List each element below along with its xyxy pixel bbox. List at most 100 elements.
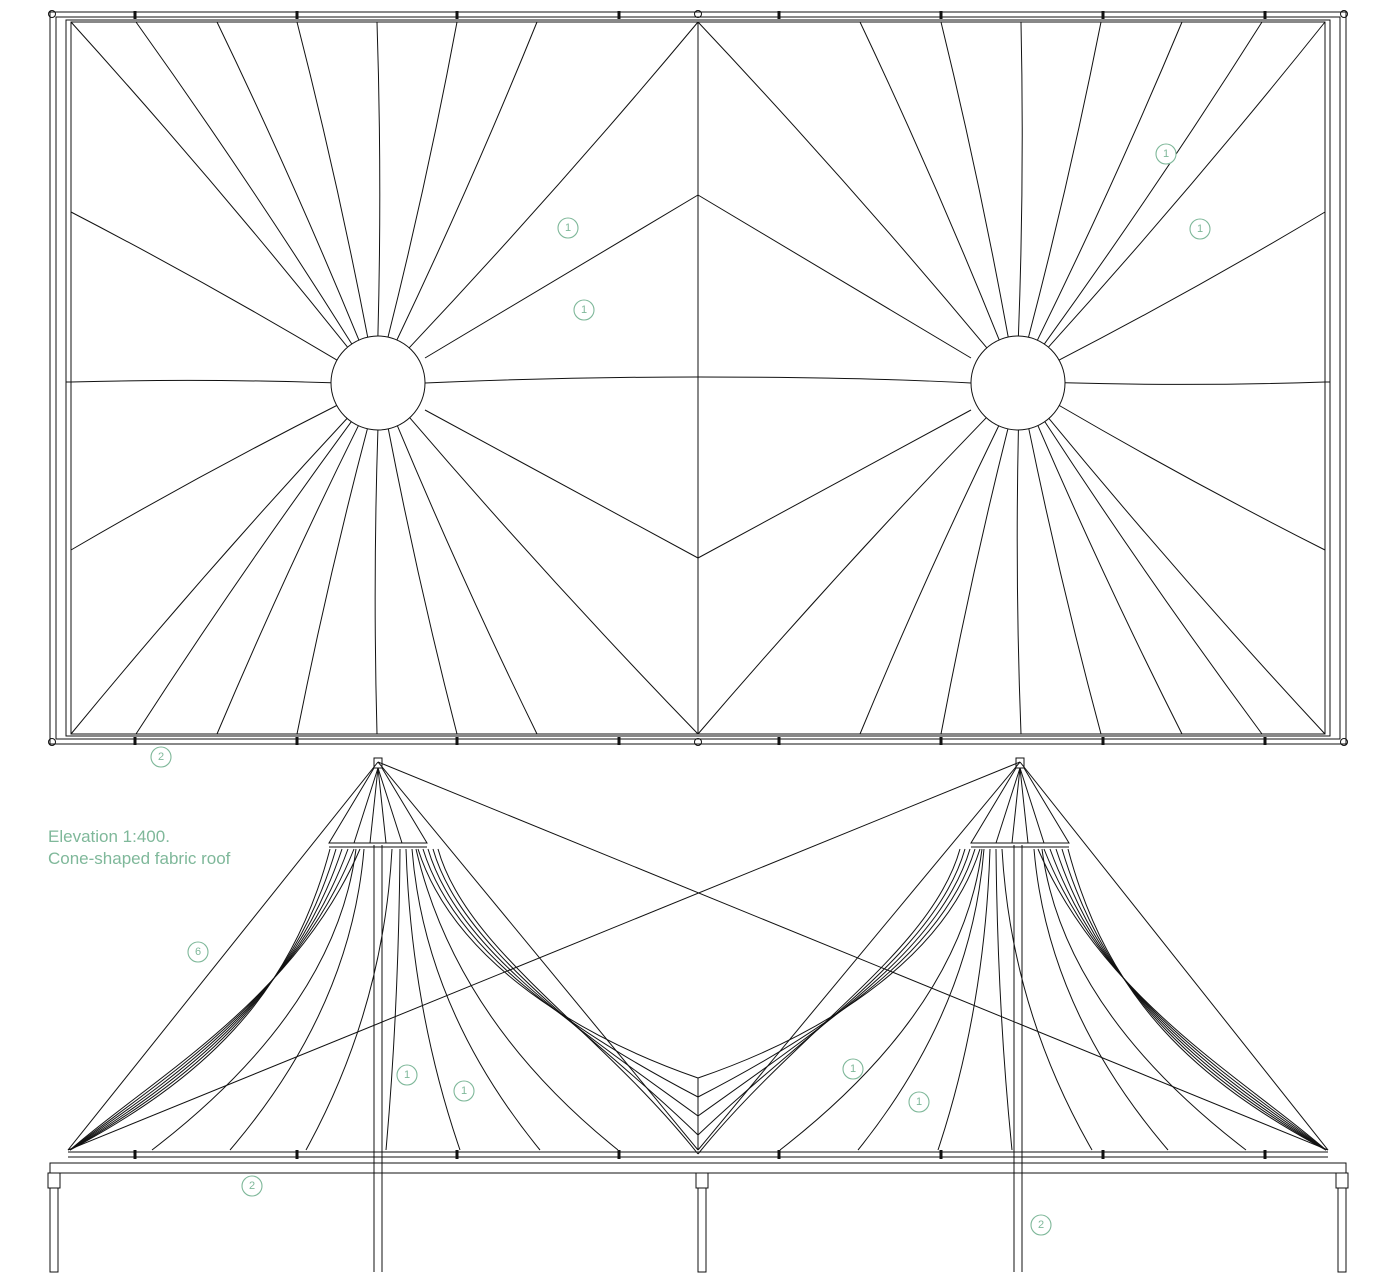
plan-right-cone-seam bbox=[1028, 21, 1102, 338]
plan-beam-joint bbox=[939, 737, 943, 745]
callout-tag: 2 bbox=[1030, 1214, 1052, 1236]
callout-circle bbox=[150, 746, 172, 768]
elev-left-cone-cap-line bbox=[369, 767, 379, 844]
plan-right-cone-seam bbox=[1059, 405, 1326, 551]
elev-fabric-seam bbox=[305, 848, 393, 1151]
elev-beam-joint bbox=[939, 1150, 943, 1159]
plan-beam-joint bbox=[777, 737, 781, 745]
plan-left-cone-seam bbox=[387, 428, 458, 735]
elev-beam-joint bbox=[617, 1150, 621, 1159]
plan-diagonal-seam bbox=[424, 194, 699, 359]
elev-column-cap bbox=[47, 1172, 61, 1189]
elev-left-cone-cap-line bbox=[377, 767, 403, 844]
plan-left-cone-seam bbox=[70, 21, 348, 348]
plan-right-cone-seam bbox=[1036, 21, 1183, 341]
plan-right-cone-seam bbox=[1017, 21, 1023, 337]
elev-right-cone-cap-line bbox=[1011, 767, 1021, 844]
plan-beam-joint bbox=[1263, 11, 1267, 19]
callout-tag: 1 bbox=[908, 1091, 930, 1113]
plan-right-cone-seam bbox=[1016, 429, 1022, 735]
elev-beam-joint bbox=[133, 1150, 137, 1159]
elev-support-column bbox=[1337, 1187, 1347, 1273]
elev-fabric-seam bbox=[1055, 848, 1327, 1151]
elev-left-cone-cap-line bbox=[377, 767, 387, 844]
elev-fabric-seam bbox=[697, 848, 966, 1136]
callout-number: 1 bbox=[404, 1069, 410, 1081]
callout-circle bbox=[1030, 1214, 1052, 1236]
callout-circle bbox=[573, 299, 595, 321]
plan-left-cone-seam bbox=[374, 429, 379, 735]
elev-fabric-seam bbox=[427, 848, 699, 1117]
plan-left-cone-seam bbox=[409, 417, 699, 735]
plan-left-cone-ring bbox=[330, 335, 426, 431]
callout-tag: 1 bbox=[396, 1064, 418, 1086]
plan-right-cone-seam bbox=[1037, 425, 1183, 735]
roof-plan bbox=[48, 10, 1348, 746]
callout-tag: 6 bbox=[187, 941, 209, 963]
elev-left-cone-stay-cable bbox=[67, 761, 379, 1151]
plan-right-cone-seam bbox=[940, 21, 1009, 338]
elev-fabric-seam bbox=[417, 848, 699, 1079]
elev-right-cone-cap bbox=[970, 767, 1070, 844]
callout-number: 6 bbox=[195, 946, 201, 958]
plan-left-cone-seam bbox=[70, 211, 338, 361]
elev-fabric-seam bbox=[422, 848, 699, 1098]
plan-left-cone-seam bbox=[296, 428, 368, 735]
elev-fabric-seam bbox=[385, 848, 401, 1151]
plan-left-cone-seam bbox=[387, 21, 458, 338]
plan-outer-frame bbox=[49, 11, 1347, 745]
plan-right-cone-seam bbox=[1028, 428, 1102, 735]
elev-beam-joint bbox=[1101, 1150, 1105, 1159]
plan-post-marker bbox=[1340, 738, 1348, 746]
plan-left-cone-seam bbox=[396, 425, 538, 735]
callout-circle bbox=[557, 217, 579, 239]
plan-right-cone-seam bbox=[1058, 211, 1326, 361]
elev-fabric-seam bbox=[1061, 848, 1327, 1151]
callout-number: 1 bbox=[581, 304, 587, 316]
elev-fabric-seam bbox=[437, 848, 699, 1155]
callout-number: 1 bbox=[1163, 148, 1169, 160]
plan-beam-joint bbox=[455, 11, 459, 19]
elev-fabric-seam bbox=[69, 848, 343, 1151]
plan-left-cone-seam bbox=[396, 21, 538, 341]
plan-right-cone-seam bbox=[940, 428, 1009, 735]
plan-diagonal-seam bbox=[424, 409, 699, 559]
plan-right-cone-seam bbox=[1043, 21, 1263, 345]
elev-fabric-seam bbox=[937, 848, 991, 1151]
plan-left-cone-seam bbox=[296, 21, 369, 338]
plan-left-cone-seam bbox=[216, 425, 359, 735]
plan-left-cone-seam bbox=[70, 418, 348, 735]
plan-left-cone-seam bbox=[135, 421, 352, 735]
plan-beam-joint bbox=[295, 11, 299, 19]
elev-fabric-seam bbox=[1033, 848, 1169, 1151]
elev-fabric-seam bbox=[697, 848, 981, 1079]
plan-diagonal-seam bbox=[697, 409, 972, 559]
plan-left-cone-seam bbox=[70, 379, 332, 384]
plan-right-cone-seam bbox=[697, 417, 987, 735]
elev-fabric-seam bbox=[411, 848, 541, 1151]
elev-column-cap bbox=[1335, 1172, 1349, 1189]
elev-right-cone-cap-line bbox=[1019, 767, 1029, 844]
callout-number: 1 bbox=[916, 1096, 922, 1108]
plan-right-cone-ring bbox=[970, 335, 1066, 431]
callout-number: 2 bbox=[158, 751, 164, 763]
callout-tag: 2 bbox=[150, 746, 172, 768]
plan-post-marker bbox=[1340, 10, 1348, 18]
elev-left-cone-stay-cable bbox=[377, 761, 699, 1151]
plan-right-cone-seam bbox=[1048, 418, 1326, 735]
callout-tag: 1 bbox=[1189, 218, 1211, 240]
callout-number: 2 bbox=[1038, 1219, 1044, 1231]
elev-ground-beam bbox=[49, 1162, 1347, 1174]
elev-fabric-seam bbox=[1067, 848, 1327, 1151]
elev-fabric-seam bbox=[697, 848, 976, 1098]
elev-fabric-seam bbox=[151, 848, 357, 1151]
callout-tag: 2 bbox=[241, 1175, 263, 1197]
elev-left-cone-cap bbox=[328, 767, 428, 844]
plan-beam-joint bbox=[1101, 737, 1105, 745]
elev-left-cone-cap-line bbox=[353, 767, 379, 844]
elev-fabric-seam bbox=[69, 848, 355, 1151]
elev-fabric-seam bbox=[1049, 848, 1327, 1151]
plan-beam-joint bbox=[1101, 11, 1105, 19]
callout-tag: 1 bbox=[573, 299, 595, 321]
elev-beam-joint bbox=[295, 1150, 299, 1159]
